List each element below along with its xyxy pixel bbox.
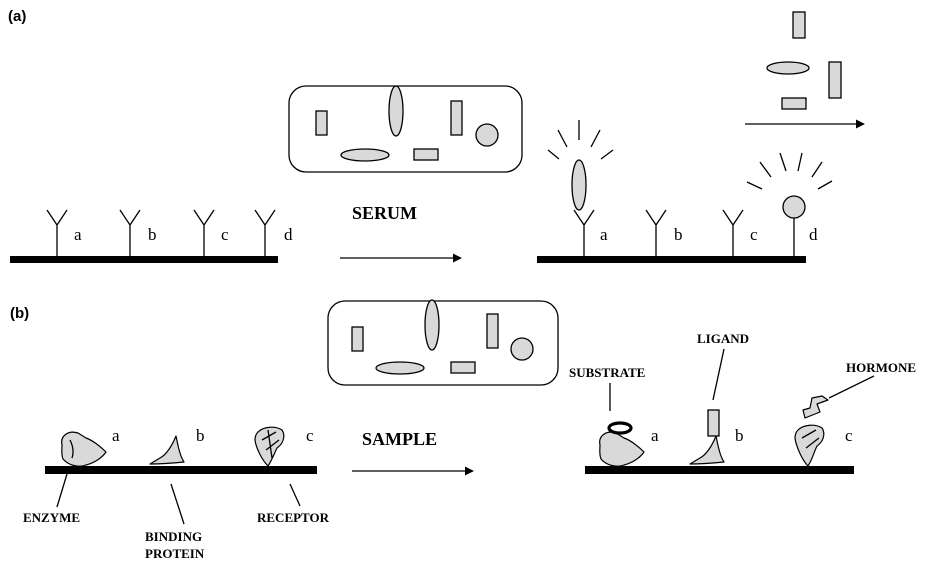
- antibody: [119, 209, 141, 256]
- ellipse-molecule: [340, 148, 390, 162]
- antibody-array-right: a b c d: [537, 120, 833, 263]
- rect-molecule: [486, 313, 499, 349]
- substrate-ring: [607, 421, 633, 435]
- ellipse-molecule: [424, 299, 440, 351]
- antibody-label: a: [74, 225, 82, 244]
- antibody-label: a: [600, 225, 608, 244]
- ellipse-molecule: [766, 61, 810, 75]
- protein-label: a: [651, 426, 659, 445]
- signal-rays: [547, 120, 614, 160]
- substrate-name: SUBSTRATE: [569, 365, 645, 380]
- antibody-label: c: [750, 225, 758, 244]
- ligand-molecule: [707, 409, 720, 437]
- antibody-array-left: a b c d: [10, 209, 293, 263]
- rect-molecule: [315, 110, 328, 136]
- serum-arrow-label: SERUM: [352, 203, 417, 223]
- bound-ellipse-molecule: [571, 159, 587, 211]
- ellipse-molecule: [375, 361, 425, 375]
- circle-molecule: [510, 337, 534, 361]
- antibody-label: d: [284, 225, 293, 244]
- panel-b-tag: (b): [10, 305, 29, 322]
- serum-mixture-box: [288, 85, 523, 173]
- hormone-molecule: [802, 395, 829, 419]
- antibody-label: c: [221, 225, 229, 244]
- binding-protein-shape: [149, 435, 185, 465]
- rect-molecule: [351, 326, 364, 352]
- binding-protein-name-line1: BINDING: [145, 529, 202, 544]
- rect-molecule: [792, 11, 806, 39]
- solid-support-bar: [10, 256, 278, 263]
- ligand-pointer: [712, 348, 725, 401]
- solid-support-bar: [585, 466, 854, 474]
- bound-circle-molecule: [782, 195, 806, 219]
- ellipse-molecule: [388, 85, 404, 137]
- rect-molecule: [781, 97, 807, 110]
- hormone-pointer: [828, 375, 875, 399]
- enzyme-detail: [69, 439, 74, 459]
- rect-molecule: [450, 361, 476, 374]
- protein-label: c: [306, 426, 314, 445]
- rect-molecule: [413, 148, 439, 161]
- protein-label: b: [735, 426, 744, 445]
- panel-a-tag: (a): [8, 8, 26, 25]
- antibody: [254, 209, 276, 256]
- hormone-name: HORMONE: [846, 360, 916, 375]
- antibody: [722, 209, 744, 256]
- rect-molecule: [828, 61, 842, 99]
- enzyme-shape: [599, 431, 645, 467]
- receptor-detail: [801, 429, 820, 449]
- ligand-name: LIGAND: [697, 331, 749, 346]
- binding-protein-pointer: [170, 483, 185, 525]
- solid-support-bar: [537, 256, 806, 263]
- unbound-molecules: [745, 11, 865, 129]
- antibody-label: b: [148, 225, 157, 244]
- sample-arrow-label: SAMPLE: [362, 429, 437, 449]
- binding-protein-shape: [689, 435, 725, 465]
- enzyme-pointer: [56, 473, 68, 508]
- rect-molecule: [450, 100, 463, 136]
- protein-array-right: a b c SUBSTRATE LIGAND HORMONE: [569, 331, 916, 474]
- receptor-detail: [261, 429, 280, 459]
- protein-label: a: [112, 426, 120, 445]
- antibody: [573, 209, 595, 256]
- protein-array-left: a b c ENZYME BINDING PROTEIN RECEPTOR: [23, 426, 330, 561]
- antibody: [645, 209, 667, 256]
- solid-support-bar: [45, 466, 317, 474]
- protein-label: b: [196, 426, 205, 445]
- binding-protein-name-line2: PROTEIN: [145, 546, 205, 561]
- receptor-name: RECEPTOR: [257, 510, 330, 525]
- enzyme-name: ENZYME: [23, 510, 80, 525]
- sample-mixture-box: [327, 299, 559, 386]
- receptor-pointer: [289, 483, 301, 507]
- antibody-label: d: [809, 225, 818, 244]
- antibody: [46, 209, 68, 256]
- protein-label: c: [845, 426, 853, 445]
- antibody-label: b: [674, 225, 683, 244]
- antibody: [193, 209, 215, 256]
- enzyme-shape: [61, 431, 107, 467]
- circle-molecule: [475, 123, 499, 147]
- signal-rays: [746, 152, 833, 190]
